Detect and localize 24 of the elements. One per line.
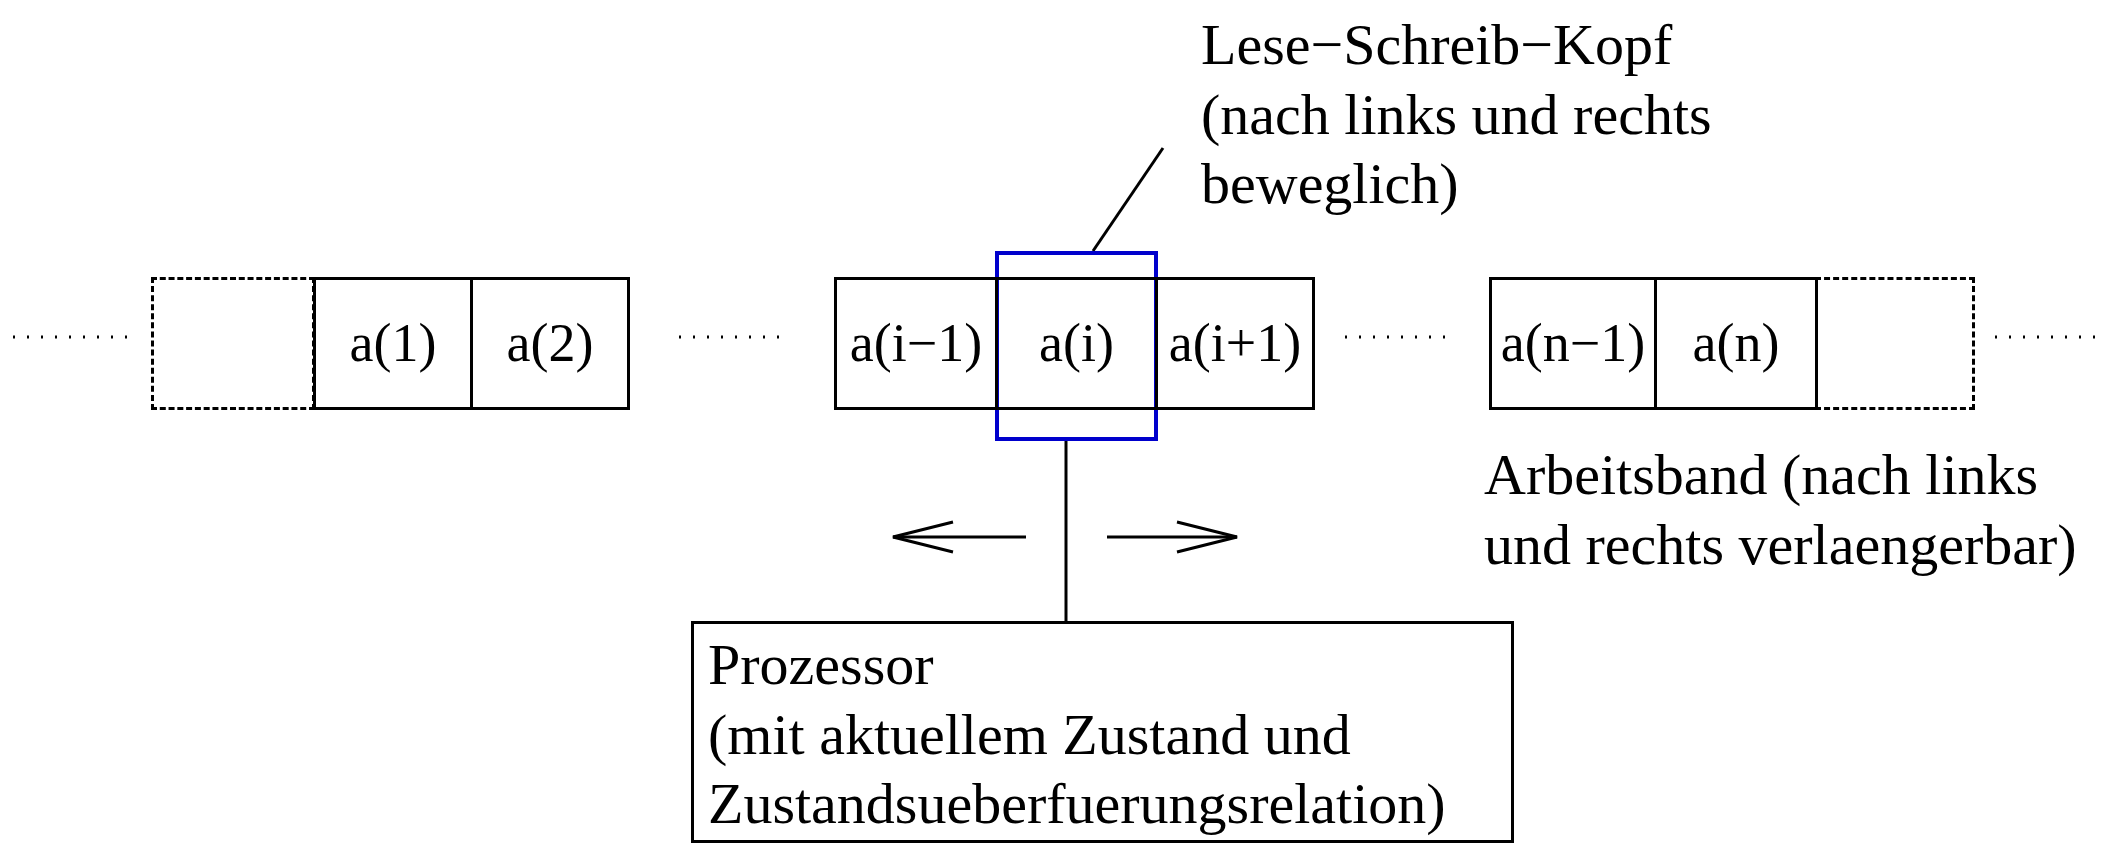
- cell-symbol: a(i−1): [849, 312, 983, 376]
- processor-title: Prozessor: [708, 631, 935, 699]
- tape-cell: [313, 277, 473, 410]
- tape-caption: Arbeitsband (nach links und rechts verlaengerbar): [1484, 441, 2078, 579]
- dashed-tape-cell: [1815, 277, 1975, 410]
- cell-symbol: a(i+1): [1168, 312, 1302, 376]
- head-label: Lese−Schreib−Kopf (nach links und rechts beweglich): [1201, 11, 1713, 219]
- cell-symbol: a(i): [1039, 312, 1114, 376]
- connector-line: [1064, 441, 1068, 621]
- tape-cell: [1155, 277, 1315, 410]
- cell-symbol: a(1): [349, 312, 437, 376]
- tape-cell: [1489, 277, 1657, 410]
- tape-cell: [1654, 277, 1818, 410]
- leader-line: [1091, 147, 1165, 252]
- dashed-tape-cell: [151, 277, 315, 410]
- tape-cell: [834, 277, 998, 410]
- cell-symbol: a(n): [1692, 312, 1780, 376]
- processor-box: [691, 621, 1514, 843]
- tape-cell: [995, 277, 1158, 410]
- cell-symbol: a(2): [506, 312, 594, 376]
- read-write-head-frame: [995, 251, 1158, 441]
- tape-cell: [470, 277, 630, 410]
- processor-description: (mit aktuellem Zustand und Zustandsueberfuerungsrelation): [708, 700, 1447, 839]
- cell-symbol: a(n−1): [1500, 312, 1646, 376]
